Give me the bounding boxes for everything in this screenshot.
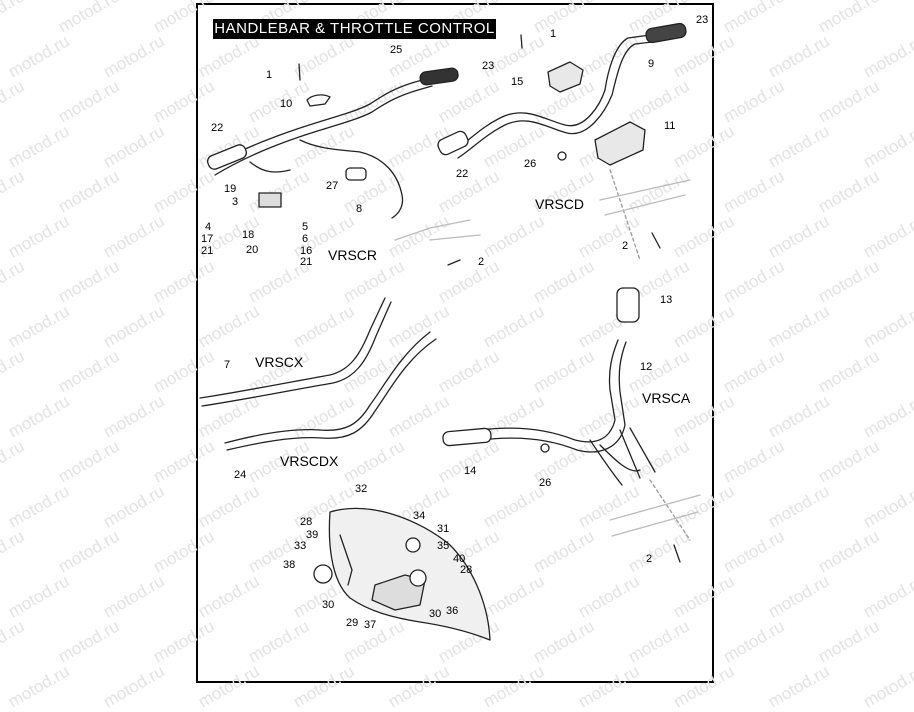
callout: 30	[322, 599, 335, 611]
callout: 9	[648, 58, 655, 70]
parts-illustration	[199, 22, 701, 641]
model-label-vrscr: VRSCR	[328, 247, 378, 263]
callout: 22	[456, 168, 469, 180]
vrsca-handlebar	[442, 287, 701, 563]
callout: 30	[429, 608, 442, 620]
callout: 16	[300, 245, 313, 257]
callout: 26	[524, 158, 537, 170]
model-label-vrscdx: VRSCDX	[280, 453, 339, 469]
diagram-title: HANDLEBAR & THROTTLE CONTROL	[213, 19, 496, 39]
callout: 24	[234, 469, 247, 481]
callout: 4	[205, 221, 212, 233]
callout: 37	[364, 619, 377, 631]
callout: 6	[302, 233, 309, 245]
vrscd-handlebar	[437, 22, 691, 261]
callout: 26	[539, 477, 552, 489]
callout: 21	[201, 245, 214, 257]
callout: 21	[300, 256, 313, 268]
callout: 17	[201, 233, 214, 245]
callout: 8	[356, 203, 363, 215]
callout: 14	[464, 465, 477, 477]
callout: 36	[446, 605, 459, 617]
callout: 10	[280, 98, 293, 110]
callout: 23	[696, 14, 709, 26]
callout: 23	[482, 60, 495, 72]
vrscr-handlebar	[206, 63, 481, 266]
vrscx-handlebar	[199, 297, 392, 407]
callout: 25	[390, 44, 403, 56]
callout: 13	[660, 294, 673, 306]
callout: 20	[246, 244, 259, 256]
callout: 32	[355, 483, 368, 495]
callout: 27	[326, 180, 339, 192]
callout: 34	[413, 510, 426, 522]
callout: 38	[283, 559, 296, 571]
callout: 28	[300, 516, 313, 528]
callout: 2	[478, 256, 485, 268]
callout: 19	[224, 183, 237, 195]
callout: 2	[622, 240, 629, 252]
callout: 39	[306, 529, 319, 541]
callout: 3	[232, 196, 239, 208]
callout: 1	[550, 28, 557, 40]
callout: 5	[302, 221, 309, 233]
model-label-vrsca: VRSCA	[642, 390, 691, 406]
model-label-vrscd: VRSCD	[535, 196, 585, 212]
callout: 29	[346, 617, 359, 629]
callout: 22	[211, 122, 224, 134]
callout: 1	[266, 69, 273, 81]
callout: 28	[460, 564, 473, 576]
callout: 7	[224, 359, 231, 371]
model-label-vrscx: VRSCX	[255, 354, 304, 370]
vrscdx-handlebar	[224, 331, 437, 451]
callout: 18	[242, 229, 255, 241]
callout: 40	[453, 553, 466, 565]
windshield-assembly	[313, 507, 491, 641]
callout: 33	[294, 540, 307, 552]
callout: 12	[640, 361, 653, 373]
callout: 35	[437, 540, 450, 552]
callout: 15	[511, 76, 524, 88]
callout: 11	[664, 120, 676, 132]
callout: 31	[437, 523, 450, 535]
callout: 2	[646, 553, 653, 565]
